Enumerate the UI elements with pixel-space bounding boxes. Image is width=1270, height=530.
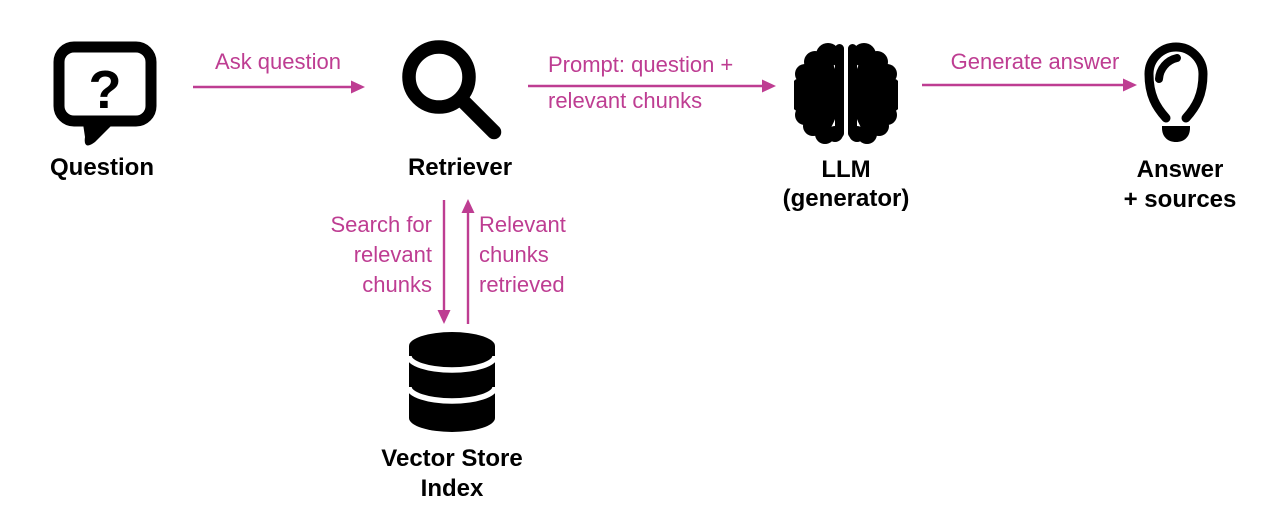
edge-label-generate-answer: Generate answer — [950, 49, 1120, 74]
node-label-retriever: Retriever — [407, 154, 513, 181]
edge-label-ask-question: Ask question — [215, 49, 341, 74]
edge-label-search-chunks: Search for relevant chunks — [330, 212, 433, 297]
node-label-answer: Answer + sources — [1123, 156, 1237, 213]
brain-icon — [794, 43, 898, 144]
speech-bubble-question-icon: ? — [53, 41, 157, 146]
question-mark-glyph: ? — [89, 60, 122, 120]
node-label-question: Question — [49, 154, 154, 181]
magnifier-icon — [402, 40, 502, 140]
arrow-ask-question — [193, 80, 365, 94]
database-icon — [406, 332, 498, 432]
arrow-search-down — [437, 200, 451, 324]
lightbulb-icon — [1144, 42, 1208, 142]
edge-label-prompt-top: Prompt: question + — [548, 52, 734, 77]
arrow-prompt — [528, 79, 776, 93]
arrow-generate-answer — [922, 78, 1137, 92]
edge-label-chunks-retrieved: Relevant chunks retrieved — [479, 212, 566, 297]
node-label-llm: LLM (generator) — [782, 156, 910, 212]
node-label-vector-store: Vector Store Index — [381, 445, 523, 502]
arrow-retrieved-up — [461, 199, 475, 324]
edge-label-prompt-bottom: relevant chunks — [548, 88, 703, 113]
